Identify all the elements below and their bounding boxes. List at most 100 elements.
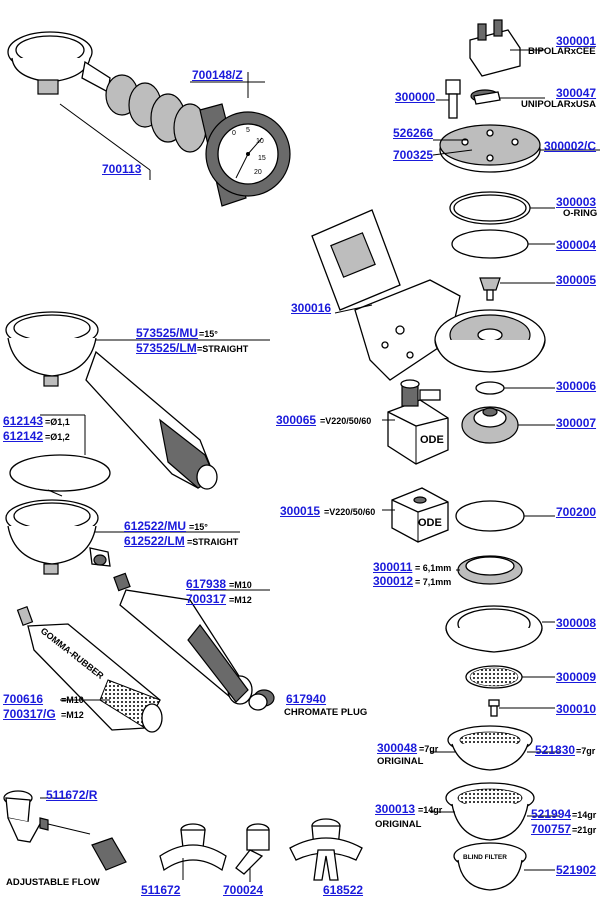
coil-drawing <box>382 487 449 543</box>
part-300007[interactable]: 300007 <box>556 416 597 430</box>
part-612522-mu[interactable]: 612522/MU <box>124 519 187 533</box>
part-612142[interactable]: 612142 <box>3 429 44 443</box>
part-700200[interactable]: 700200 <box>556 505 597 519</box>
part-573525-mu[interactable]: 573525/MU <box>136 326 199 340</box>
part-612142-spec: =Ø1,2 <box>45 432 70 442</box>
part-612143-spec: =Ø1,1 <box>45 417 70 427</box>
adjustable-flow-desc: ADJUSTABLE FLOW <box>6 877 100 888</box>
part-612143[interactable]: 612143 <box>3 414 44 428</box>
part-521994[interactable]: 521994 <box>531 807 572 821</box>
shower-screen-drawing <box>465 665 555 689</box>
part-300011[interactable]: 300011 <box>373 560 413 574</box>
rubber-handle-drawing <box>16 606 163 733</box>
switch-unipolar-drawing <box>470 89 545 105</box>
part-700317-g-spec: =M12 <box>61 710 84 720</box>
portafilter-612522-drawing <box>5 499 240 575</box>
part-511672[interactable]: 511672 <box>141 883 181 897</box>
ring-300006-drawing <box>475 381 555 395</box>
ring-300008-drawing <box>445 605 555 653</box>
part-573525-lm-spec: =STRAIGHT <box>197 344 249 354</box>
part-300000[interactable]: 300000 <box>395 90 436 104</box>
gasket-700200 <box>455 500 525 532</box>
part-521830-spec: =7gr <box>576 746 596 756</box>
part-300001[interactable]: 300001 <box>556 34 597 48</box>
part-700317[interactable]: 700317 <box>186 592 227 606</box>
portafilter-573525-drawing <box>5 311 270 490</box>
part-300065-spec: =V220/50/60 <box>320 416 372 426</box>
part-300001-desc: BIPOLARxCEE <box>528 46 596 57</box>
part-300065[interactable]: 300065 <box>276 413 317 427</box>
part-700148-z[interactable]: 700148/Z <box>192 68 243 82</box>
part-300012[interactable]: 300012 <box>373 574 414 588</box>
part-617938[interactable]: 617938 <box>186 577 227 591</box>
part-573525-lm[interactable]: 573525/LM <box>136 341 197 355</box>
part-300003[interactable]: 300003 <box>556 195 597 209</box>
part-521994-spec: =14gr <box>572 810 597 820</box>
gasket-300011-drawing <box>456 555 523 585</box>
part-521830[interactable]: 521830 <box>535 743 576 757</box>
part-700325[interactable]: 700325 <box>393 148 434 162</box>
gauge-tick-5: 5 <box>246 127 250 134</box>
part-700616[interactable]: 700616 <box>3 692 44 706</box>
solenoid-valve-drawing <box>382 379 449 465</box>
brew-group-drawing <box>311 209 546 381</box>
part-300006[interactable]: 300006 <box>556 379 597 393</box>
gauge-portafilter-drawing <box>7 31 291 207</box>
part-526266[interactable]: 526266 <box>393 126 434 140</box>
part-300013[interactable]: 300013 <box>375 802 416 816</box>
part-300012-spec: = 7,1mm <box>415 577 452 587</box>
part-300009[interactable]: 300009 <box>556 670 597 684</box>
part-300048-spec: =7gr <box>419 744 439 754</box>
part-300047[interactable]: 300047 <box>556 86 597 100</box>
part-300003-desc: O-RING <box>563 208 598 219</box>
part-300013-desc: ORIGINAL <box>375 819 422 830</box>
basket-14gr-drawing <box>430 782 560 841</box>
spout-511672-drawing <box>159 823 227 880</box>
group-plate-drawing <box>432 124 600 173</box>
blind-filter-text: BLIND FILTER <box>463 854 507 861</box>
gauge-tick-15: 15 <box>258 155 266 162</box>
part-700317-g[interactable]: 700317/G <box>3 707 56 721</box>
switch-bipolar-drawing <box>469 19 545 77</box>
part-618522[interactable]: 618522 <box>323 883 364 897</box>
part-617940-desc: CHROMATE PLUG <box>284 707 368 718</box>
part-300002-c[interactable]: 300002/C <box>544 139 597 153</box>
part-300015[interactable]: 300015 <box>280 504 321 518</box>
spout-618522-drawing <box>289 818 363 881</box>
part-700757[interactable]: 700757 <box>531 822 572 836</box>
screen-screw-drawing <box>488 699 555 717</box>
part-300048[interactable]: 300048 <box>377 741 418 755</box>
part-617940[interactable]: 617940 <box>286 692 327 706</box>
part-612522-lm[interactable]: 612522/LM <box>124 534 185 548</box>
part-300010[interactable]: 300010 <box>556 702 597 716</box>
part-612522-lm-spec: =STRAIGHT <box>187 537 239 547</box>
part-300016[interactable]: 300016 <box>291 301 332 315</box>
part-700616-spec: =M10 <box>61 695 84 705</box>
part-300011-spec: = 6,1mm <box>415 563 452 573</box>
part-612522-mu-spec: =15° <box>189 522 208 532</box>
part-300005[interactable]: 300005 <box>556 273 597 287</box>
gauge-tick-10: 10 <box>256 138 264 145</box>
part-511672-r[interactable]: 511672/R <box>46 788 98 802</box>
part-300047-desc: UNIPOLARxUSA <box>521 99 596 110</box>
chromate-plug-drawing <box>248 689 275 711</box>
part-521902[interactable]: 521902 <box>556 863 597 877</box>
spout-700024-drawing <box>235 823 270 882</box>
part-700113[interactable]: 700113 <box>102 162 142 176</box>
part-700024[interactable]: 700024 <box>223 883 264 897</box>
valve-pin-drawing <box>479 277 555 301</box>
part-300004[interactable]: 300004 <box>556 238 597 252</box>
gauge-tick-20: 20 <box>254 169 262 176</box>
part-300008[interactable]: 300008 <box>556 616 597 630</box>
part-300013-spec: =14gr <box>418 805 443 815</box>
basket-7gr-drawing <box>430 725 560 771</box>
ode-logo-2: ODE <box>418 517 442 529</box>
ode-logo-1: ODE <box>420 434 444 446</box>
part-573525-mu-spec: =15° <box>199 329 218 339</box>
part-700317-spec: =M12 <box>229 595 252 605</box>
handle-617938-drawing <box>113 572 270 705</box>
part-700757-spec: =21gr <box>572 825 597 835</box>
valve-300007-drawing <box>461 406 555 444</box>
oring-inner-300003 <box>453 194 527 222</box>
